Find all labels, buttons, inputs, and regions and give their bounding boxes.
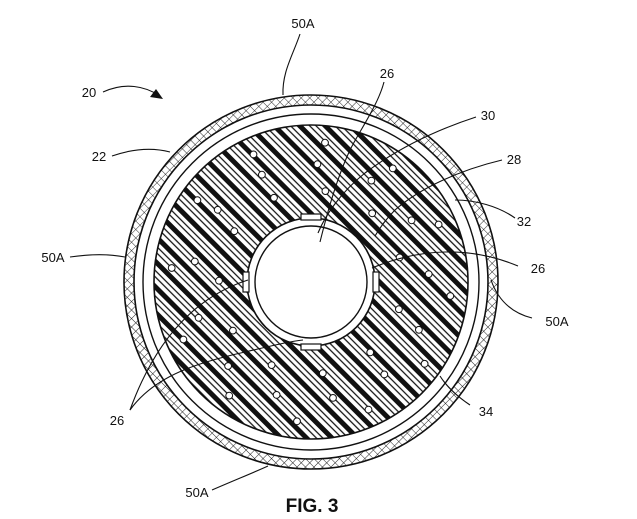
label-30: 30 bbox=[481, 108, 495, 123]
label-50a-right: 50A bbox=[545, 314, 568, 329]
label-26-right: 26 bbox=[531, 261, 545, 276]
leader-34 bbox=[439, 375, 471, 406]
fiber-dot bbox=[380, 370, 389, 379]
fiber-dot bbox=[267, 361, 276, 370]
fiber-dot bbox=[167, 264, 176, 272]
label-26-lower-left: 26 bbox=[110, 413, 124, 428]
inner-layer-ring bbox=[142, 113, 480, 451]
leader-22 bbox=[111, 148, 171, 157]
label-32: 32 bbox=[517, 214, 531, 229]
fiber-dot bbox=[318, 369, 327, 378]
leader-50a-right bbox=[490, 279, 533, 319]
tube-inner bbox=[254, 225, 368, 339]
leader-lines bbox=[69, 33, 533, 491]
label-34: 34 bbox=[479, 404, 493, 419]
fiber-dot bbox=[179, 335, 188, 344]
fiber-dot bbox=[225, 391, 234, 400]
fiber-dot bbox=[194, 313, 203, 322]
channel-top bbox=[300, 213, 322, 221]
fiber-dot bbox=[213, 205, 222, 214]
label-50a-left: 50A bbox=[41, 250, 64, 265]
fiber-dot bbox=[215, 276, 223, 285]
fiber-dot bbox=[230, 227, 239, 236]
fiber-dot bbox=[415, 325, 423, 334]
label-28: 28 bbox=[507, 152, 521, 167]
leader-50a-bottom bbox=[211, 465, 269, 491]
leader-26-right bbox=[371, 251, 519, 269]
leader-26-lower-b bbox=[129, 339, 304, 411]
inner-tube bbox=[242, 213, 380, 351]
fiber-dot bbox=[388, 164, 397, 173]
fiber-dot bbox=[434, 220, 443, 229]
label-22: 22 bbox=[92, 149, 106, 164]
fiber-dot bbox=[224, 362, 233, 370]
leader-26-lower-a bbox=[129, 279, 249, 411]
fiber-dot bbox=[446, 292, 455, 300]
leader-26-upper bbox=[319, 81, 385, 243]
fiber-dot bbox=[190, 257, 199, 266]
fiber-dot bbox=[329, 394, 337, 402]
figure-title: FIG. 3 bbox=[286, 496, 339, 517]
leader-50a-top bbox=[282, 33, 301, 96]
core-outline bbox=[153, 124, 469, 440]
label-50a-top: 50A bbox=[291, 16, 314, 31]
channel-bottom bbox=[300, 343, 322, 351]
arrow-head-icon bbox=[150, 89, 163, 99]
leader-32 bbox=[454, 199, 516, 219]
fiber-dot bbox=[229, 326, 237, 335]
label-20: 20 bbox=[82, 85, 96, 100]
leader-30 bbox=[317, 116, 477, 234]
label-26-upper: 26 bbox=[380, 66, 394, 81]
reference-labels: 50A 20 22 26 30 28 32 26 50A 34 50A 26 5… bbox=[41, 16, 568, 517]
core-fibers bbox=[167, 138, 455, 426]
fiber-dot bbox=[293, 417, 301, 426]
fiber-dot bbox=[249, 150, 258, 159]
fiber-dot bbox=[313, 160, 322, 169]
fiber-dot bbox=[272, 391, 281, 399]
channel-right bbox=[372, 271, 380, 293]
fiber-dot bbox=[420, 359, 429, 368]
fiber-dot bbox=[407, 216, 416, 225]
leader-50a-left bbox=[69, 254, 126, 258]
fiber-dot bbox=[193, 196, 202, 205]
fiber-dot bbox=[368, 209, 377, 218]
fiber-dot bbox=[366, 348, 375, 357]
fiber-dot bbox=[270, 193, 278, 202]
label-50a-bottom: 50A bbox=[185, 485, 208, 500]
fiber-dot bbox=[395, 305, 403, 314]
fiber-dot bbox=[364, 405, 373, 414]
fiber-dot bbox=[367, 176, 376, 185]
fiber-dot bbox=[258, 170, 266, 179]
fiber-dot bbox=[424, 270, 433, 279]
leader-20-arrow bbox=[102, 85, 161, 97]
fiber-dot bbox=[321, 138, 329, 147]
core bbox=[153, 124, 469, 440]
leader-28 bbox=[374, 159, 503, 237]
fiber-dot bbox=[321, 187, 330, 196]
channel-left bbox=[242, 271, 250, 293]
